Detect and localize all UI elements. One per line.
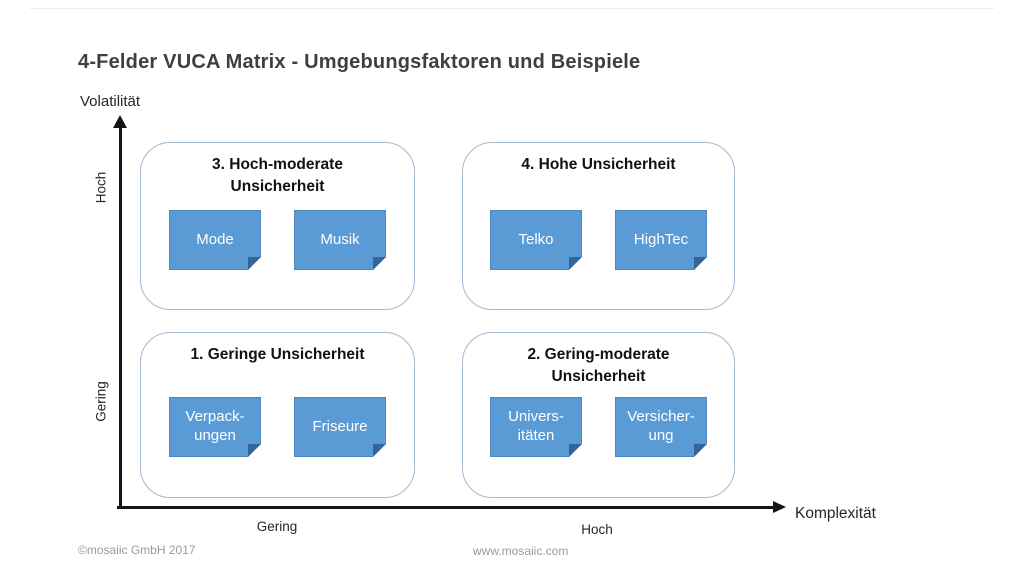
x-axis-tick-hoch: Hoch bbox=[581, 522, 613, 537]
note-group: Telko HighTec bbox=[463, 210, 734, 270]
quadrant-3-hoch-moderate: 3. Hoch-moderate Unsicherheit Mode Musik bbox=[140, 142, 415, 310]
sticky-note-universitaeten: Univers- itäten bbox=[490, 397, 582, 457]
y-axis-label: Volatilität bbox=[80, 93, 141, 110]
x-axis-arrow-icon bbox=[773, 501, 786, 513]
y-axis-arrow-icon bbox=[113, 115, 127, 128]
sticky-note-label: Telko bbox=[518, 230, 554, 248]
sticky-note-hightec: HighTec bbox=[615, 210, 707, 270]
y-axis-tick-gering: Gering bbox=[93, 381, 109, 422]
x-axis-tick-gering: Gering bbox=[256, 519, 298, 534]
sticky-note-verpackungen: Verpack- ungen bbox=[169, 397, 261, 457]
folded-corner-icon bbox=[694, 444, 707, 457]
folded-corner-icon bbox=[373, 257, 386, 270]
sticky-note-musik: Musik bbox=[294, 210, 386, 270]
folded-corner-icon bbox=[248, 444, 261, 457]
folded-corner-icon bbox=[248, 257, 261, 270]
sticky-note-label: Friseure bbox=[312, 417, 368, 435]
folded-corner-icon bbox=[373, 444, 386, 457]
sticky-note-label: Versicher- ung bbox=[627, 408, 695, 444]
note-group: Verpack- ungen Friseure bbox=[141, 397, 414, 457]
sticky-note-label: Univers- itäten bbox=[508, 408, 564, 444]
quadrant-title: 2. Gering-moderate Unsicherheit bbox=[527, 346, 670, 386]
x-axis-line bbox=[117, 506, 775, 509]
quadrant-title: 3. Hoch-moderate Unsicherheit bbox=[212, 156, 343, 196]
sticky-note-label: HighTec bbox=[633, 230, 689, 248]
quadrant-1-geringe: 1. Geringe Unsicherheit Verpack- ungen F… bbox=[140, 332, 415, 498]
sticky-note-versicherung: Versicher- ung bbox=[615, 397, 707, 457]
sticky-note-telko: Telko bbox=[490, 210, 582, 270]
page-title: 4-Felder VUCA Matrix - Umgebungsfaktoren… bbox=[78, 51, 641, 74]
note-group: Mode Musik bbox=[141, 210, 414, 270]
sticky-note-friseure: Friseure bbox=[294, 397, 386, 457]
x-axis-label: Komplexität bbox=[795, 505, 876, 522]
quadrant-4-hohe: 4. Hohe Unsicherheit Telko HighTec bbox=[462, 142, 735, 310]
note-group: Univers- itäten Versicher- ung bbox=[463, 397, 734, 457]
sticky-note-mode: Mode bbox=[169, 210, 261, 270]
folded-corner-icon bbox=[569, 257, 582, 270]
y-axis-line bbox=[119, 127, 122, 508]
sticky-note-label: Musik bbox=[320, 230, 360, 248]
quadrant-title: 1. Geringe Unsicherheit bbox=[190, 346, 365, 363]
footer-copyright: ©mosaiic GmbH 2017 bbox=[78, 543, 196, 557]
slide-top-divider bbox=[30, 8, 994, 9]
folded-corner-icon bbox=[694, 257, 707, 270]
sticky-note-label: Verpack- ungen bbox=[185, 408, 245, 444]
footer-website: www.mosaiic.com bbox=[473, 544, 569, 558]
folded-corner-icon bbox=[569, 444, 582, 457]
sticky-note-label: Mode bbox=[196, 230, 234, 248]
quadrant-2-gering-moderate: 2. Gering-moderate Unsicherheit Univers-… bbox=[462, 332, 735, 498]
quadrant-title: 4. Hohe Unsicherheit bbox=[521, 156, 676, 173]
y-axis-tick-hoch: Hoch bbox=[93, 171, 109, 204]
